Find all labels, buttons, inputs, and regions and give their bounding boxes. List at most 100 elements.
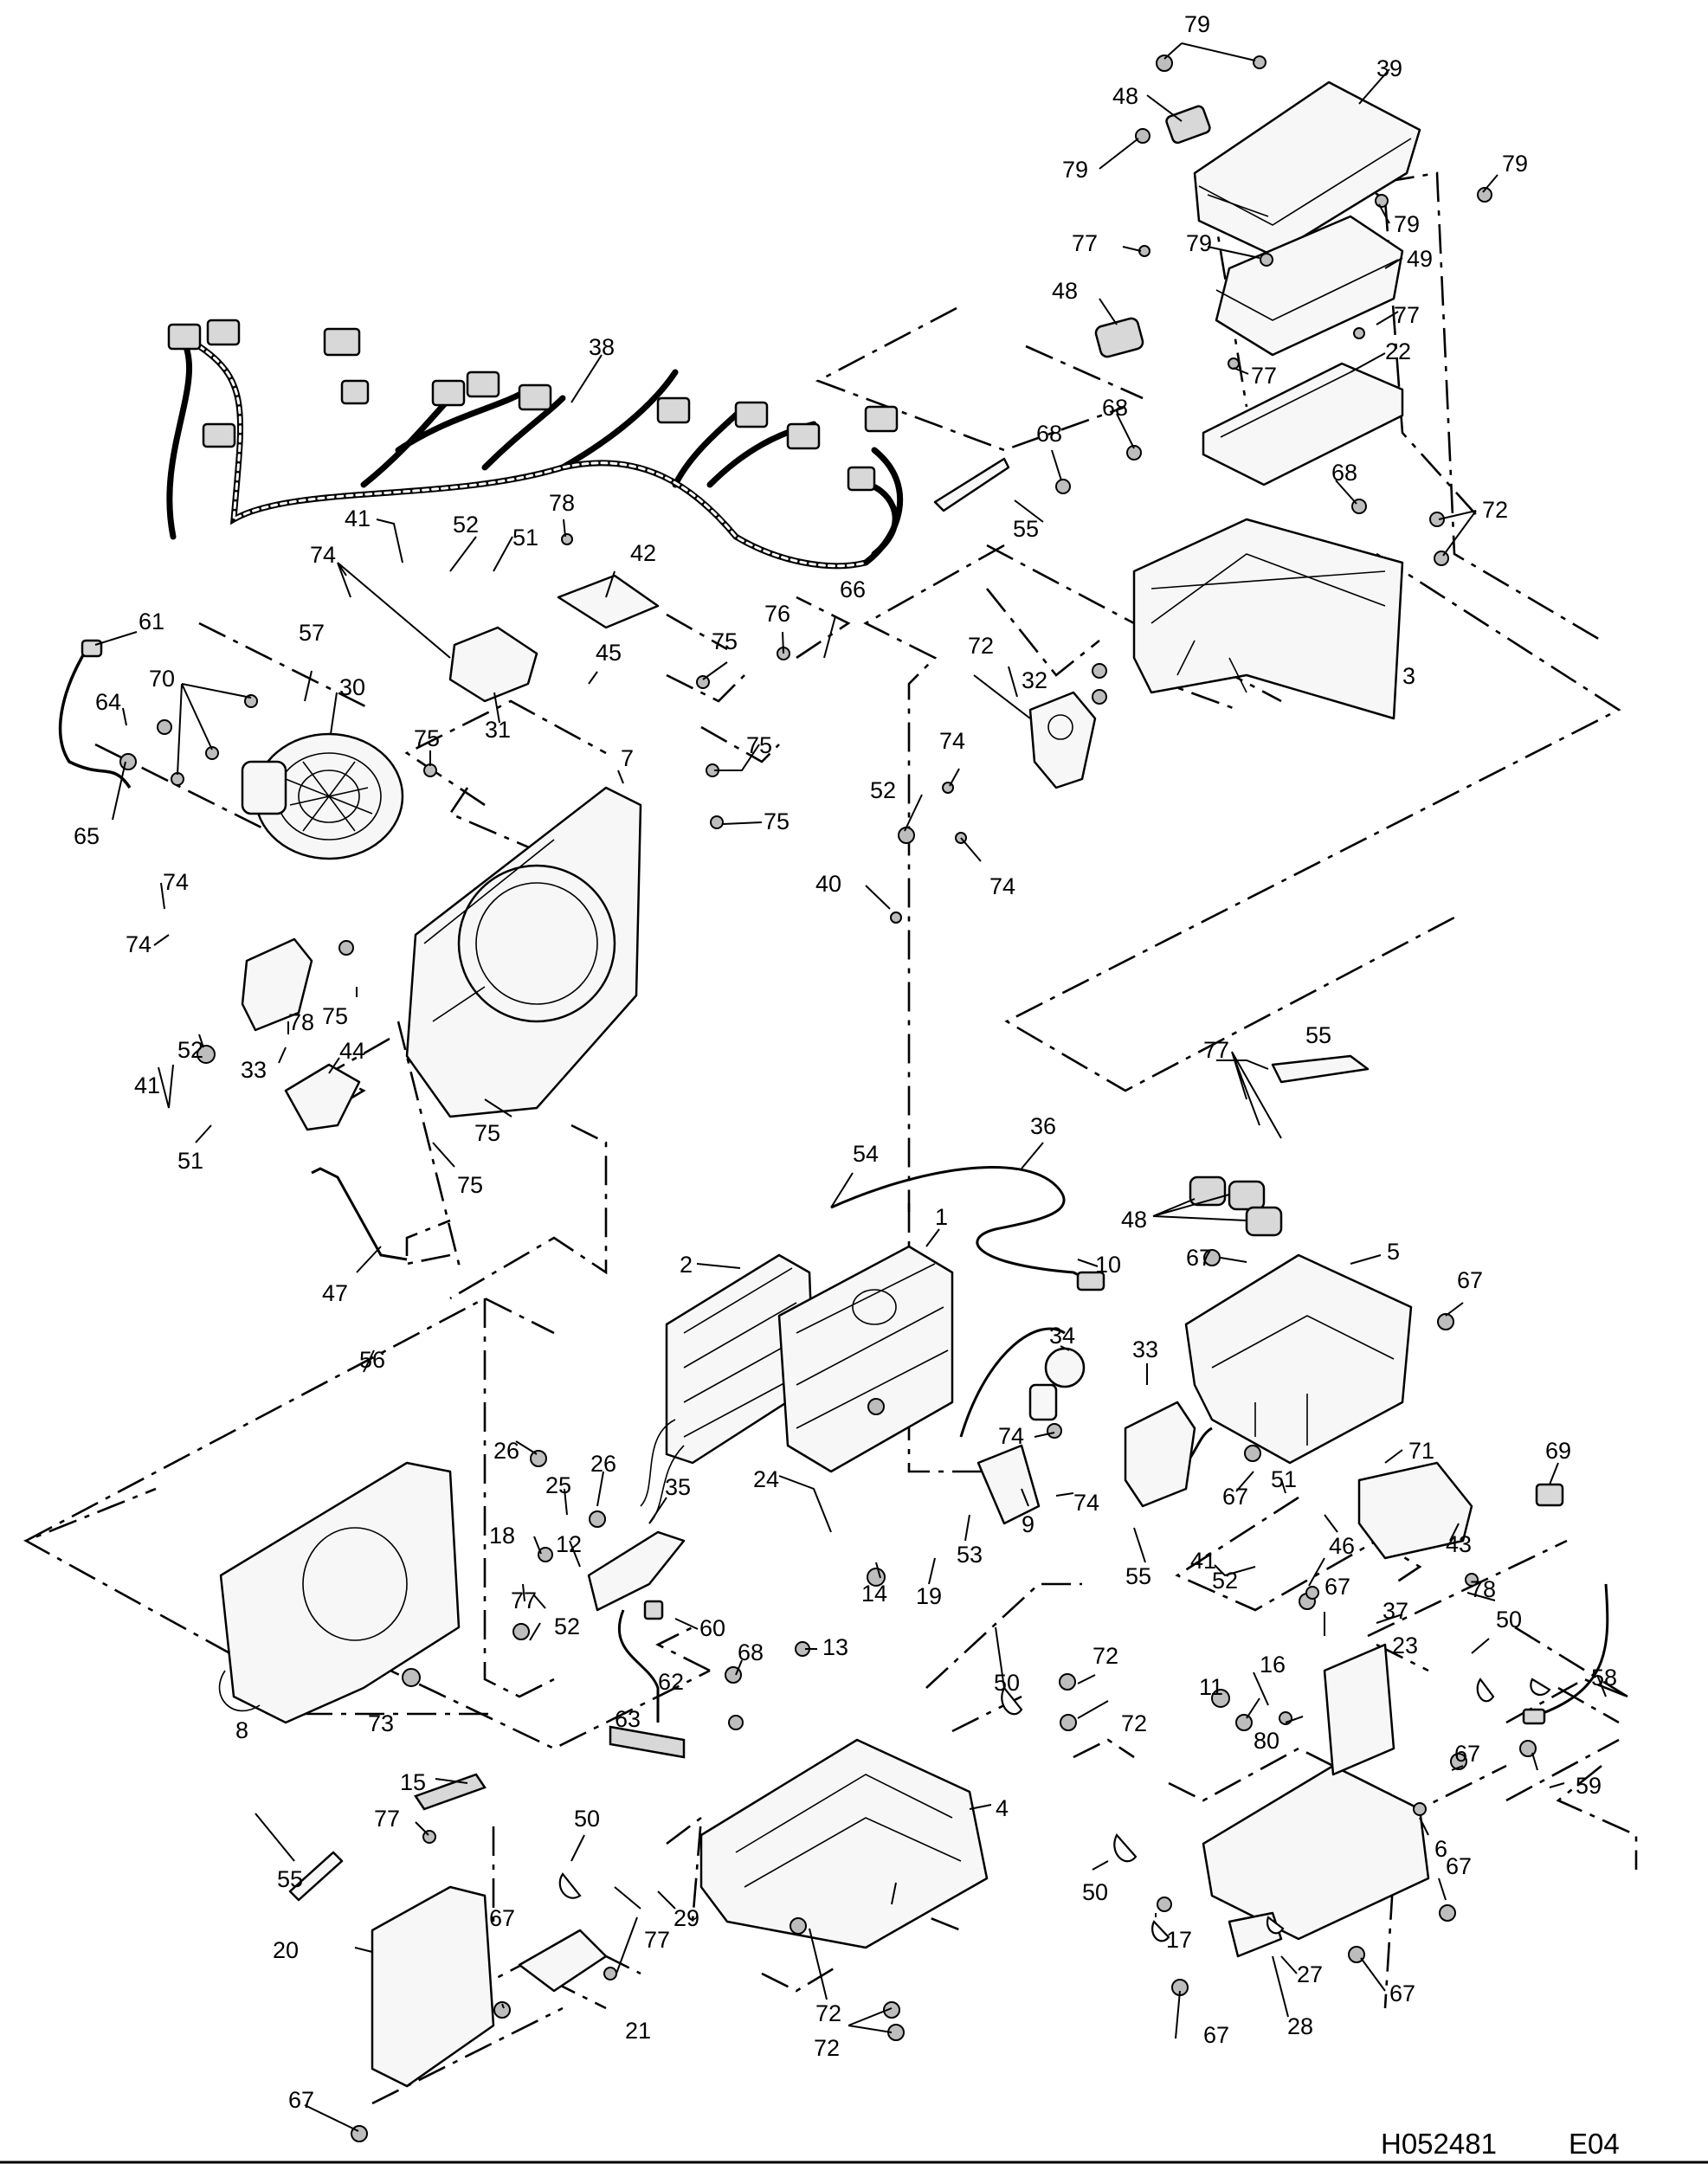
callout-76: 76 <box>764 601 790 627</box>
part-33-actuator-right <box>1124 1401 1196 1508</box>
callout-72: 72 <box>815 2000 841 2026</box>
part-20-duct <box>371 1885 495 2088</box>
callout-41: 41 <box>134 1072 160 1098</box>
callout-46: 46 <box>1329 1533 1355 1559</box>
callout-80: 80 <box>1254 1728 1279 1754</box>
callout-48: 48 <box>1121 1207 1147 1233</box>
callout-41: 41 <box>1190 1548 1216 1574</box>
callout-15: 15 <box>400 1769 426 1795</box>
callout-68: 68 <box>1102 395 1128 421</box>
part-7-blower-case <box>405 786 642 1118</box>
callout-6: 6 <box>1434 1836 1447 1862</box>
document-code: H052481 <box>1381 2128 1497 2160</box>
callout-78: 78 <box>288 1009 314 1035</box>
callout-labels: 79 39 48 79 79 79 79 77 49 48 77 77 22 3… <box>74 11 1617 2113</box>
part-2-heater-core <box>640 1253 815 1524</box>
callout-73: 73 <box>368 1710 394 1736</box>
callout-26: 26 <box>493 1438 519 1464</box>
part-1-evaporator <box>777 1245 954 1473</box>
callout-45: 45 <box>596 640 622 666</box>
callout-37: 37 <box>1383 1598 1408 1624</box>
part-8-lower-case <box>218 1461 461 1724</box>
assembly-guide-lines <box>23 145 1638 2105</box>
part-32-actuator <box>1028 691 1097 789</box>
part-33-actuator-left <box>241 937 313 1032</box>
callout-68: 68 <box>738 1639 764 1665</box>
callout-50: 50 <box>1082 1879 1108 1905</box>
callout-7: 7 <box>621 745 634 771</box>
callout-63: 63 <box>615 1706 641 1732</box>
part-4-lower-housing <box>699 1738 989 1949</box>
part-36-sensor-cable <box>830 1166 1105 1291</box>
callout-50: 50 <box>994 1670 1020 1696</box>
callout-67: 67 <box>489 1905 515 1931</box>
callout-55: 55 <box>1125 1563 1151 1589</box>
callout-79: 79 <box>1062 157 1088 183</box>
part-30-blower-motor <box>241 732 404 860</box>
callout-77: 77 <box>1251 363 1277 389</box>
callout-74: 74 <box>1073 1490 1099 1516</box>
callout-67: 67 <box>288 2087 314 2113</box>
callout-67: 67 <box>1457 1267 1483 1293</box>
callout-52: 52 <box>177 1037 203 1063</box>
callout-59: 59 <box>1576 1773 1602 1799</box>
callout-52: 52 <box>870 777 896 803</box>
callout-69: 69 <box>1545 1438 1571 1464</box>
callout-79: 79 <box>1184 11 1210 37</box>
callout-79: 79 <box>1186 230 1212 256</box>
callout-61: 61 <box>139 609 164 634</box>
callout-48: 48 <box>1112 83 1138 109</box>
revision-code: E04 <box>1569 2128 1620 2160</box>
callout-1: 1 <box>935 1204 948 1230</box>
callout-52: 52 <box>554 1613 580 1639</box>
callout-78: 78 <box>1470 1576 1496 1602</box>
part-69-bracket <box>1535 1483 1564 1507</box>
callout-2: 2 <box>680 1252 693 1278</box>
callout-71: 71 <box>1408 1438 1434 1464</box>
part-60-wire <box>617 1600 664 1723</box>
callout-39: 39 <box>1376 55 1402 81</box>
callout-56: 56 <box>359 1347 385 1373</box>
callout-77: 77 <box>511 1588 537 1613</box>
callout-35: 35 <box>665 1474 691 1500</box>
callout-10: 10 <box>1095 1252 1121 1278</box>
part-48-connector-mid <box>1189 1175 1283 1237</box>
callout-17: 17 <box>1166 1927 1192 1953</box>
callout-16: 16 <box>1260 1652 1286 1678</box>
callout-54: 54 <box>853 1141 879 1167</box>
callout-52: 52 <box>453 512 479 538</box>
callout-67: 67 <box>1186 1245 1212 1271</box>
callout-20: 20 <box>273 1937 299 1963</box>
part-49-control-box <box>1215 215 1404 357</box>
callout-77: 77 <box>1072 230 1098 256</box>
part-22-bracket <box>1202 362 1404 486</box>
part-5-case <box>1184 1253 1413 1465</box>
document-footer: H052481 E04 <box>0 2128 1708 2164</box>
callout-28: 28 <box>1287 2013 1313 2039</box>
callout-44: 44 <box>339 1038 365 1064</box>
callout-11: 11 <box>1199 1674 1223 1700</box>
callout-31: 31 <box>485 717 511 743</box>
part-39-cover <box>1193 81 1421 257</box>
callout-36: 36 <box>1030 1113 1056 1139</box>
part-34-valve <box>959 1327 1086 1438</box>
callout-57: 57 <box>299 620 325 646</box>
hardware-fasteners <box>119 55 1551 2142</box>
part-35-door <box>587 1530 686 1612</box>
callout-75: 75 <box>457 1172 483 1198</box>
callout-78: 78 <box>549 490 575 516</box>
callout-40: 40 <box>815 871 841 897</box>
callout-74: 74 <box>163 869 189 895</box>
callout-77: 77 <box>374 1806 400 1832</box>
callout-49: 49 <box>1407 246 1433 272</box>
callout-74: 74 <box>939 728 965 754</box>
callout-67: 67 <box>1222 1484 1248 1510</box>
callout-74: 74 <box>126 931 151 957</box>
callout-26: 26 <box>590 1451 616 1477</box>
callout-9: 9 <box>1022 1511 1034 1537</box>
callout-55: 55 <box>277 1866 303 1892</box>
part-9-plate <box>976 1444 1041 1525</box>
callout-74: 74 <box>989 873 1015 899</box>
part-3-housing-frame <box>1132 518 1404 720</box>
part-58-cable <box>1522 1583 1609 1725</box>
